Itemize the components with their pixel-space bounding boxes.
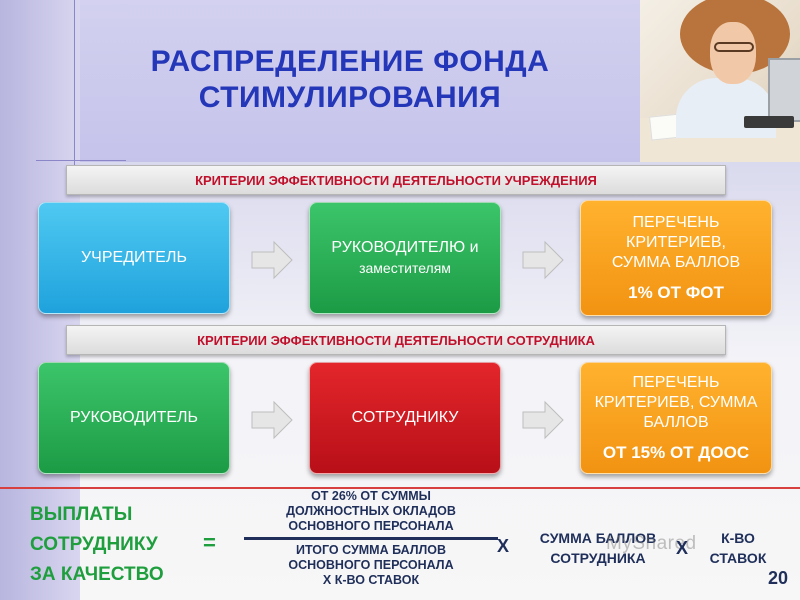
right-arrow-icon xyxy=(522,240,564,280)
formula-label-line-2: СОТРУДНИКУ xyxy=(30,534,158,555)
decor-line-horizontal xyxy=(36,160,126,161)
header-photo xyxy=(640,0,800,162)
formula-rates: К-ВО СТАВОК xyxy=(693,528,783,568)
page-title-line-2: СТИМУЛИРОВАНИЯ xyxy=(198,81,502,114)
denominator-line-3: Х К-ВО СТАВОК xyxy=(322,573,420,587)
photo-glasses xyxy=(714,42,754,52)
numerator-line-2: ДОЛЖНОСТНЫХ ОКЛАДОВ xyxy=(286,504,456,518)
formula-label-line-1: ВЫПЛАТЫ xyxy=(30,504,133,525)
box-criteria-institution: ПЕРЕЧЕНЬ КРИТЕРИЕВ, СУММА БАЛЛОВ 1% ОТ Ф… xyxy=(580,200,772,316)
box-criteria-institution-line-3: СУММА БАЛЛОВ xyxy=(611,254,741,271)
photo-face xyxy=(710,22,756,84)
denominator-line-2: ОСНОВНОГО ПЕРСОНАЛА xyxy=(288,558,454,572)
denominator-line-1: ИТОГО СУММА БАЛЛОВ xyxy=(295,543,447,557)
rates-line-2: СТАВОК xyxy=(709,550,767,566)
box-criteria-employee-line-2: КРИТЕРИЕВ, СУММА xyxy=(594,394,758,411)
numerator-line-1: ОТ 26% ОТ СУММЫ xyxy=(311,489,431,503)
box-criteria-institution-share: 1% ОТ ФОТ xyxy=(628,283,724,302)
banner-employee-criteria: КРИТЕРИИ ЭФФЕКТИВНОСТИ ДЕЯТЕЛЬНОСТИ СОТР… xyxy=(66,325,726,355)
formula-fraction: ОТ 26% ОТ СУММЫ ДОЛЖНОСТНЫХ ОКЛАДОВ ОСНО… xyxy=(244,489,498,588)
equals-sign: = xyxy=(203,530,216,555)
page-title-line-1: РАСПРЕДЕЛЕНИЕ ФОНДА xyxy=(150,45,550,78)
photo-monitor xyxy=(768,58,800,122)
fraction-bar xyxy=(244,537,498,540)
rates-line-1: К-ВО xyxy=(721,530,755,546)
divider xyxy=(0,487,800,489)
box-head-deputies: РУКОВОДИТЕЛЮ и заместителям xyxy=(309,202,501,314)
box-founder-label: УЧРЕДИТЕЛЬ xyxy=(81,249,187,266)
multiply-sign: Х xyxy=(676,538,689,558)
score-line-2: СОТРУДНИКА xyxy=(550,550,646,566)
photo-body xyxy=(676,78,776,138)
score-line-1: СУММА БАЛЛОВ xyxy=(539,530,657,546)
formula-employee-score: СУММА БАЛЛОВ СОТРУДНИКА xyxy=(518,528,678,568)
box-criteria-institution-line-1: ПЕРЕЧЕНЬ xyxy=(632,214,720,231)
multiply-sign: Х xyxy=(497,536,510,556)
box-employee-label: СОТРУДНИКУ xyxy=(351,409,459,426)
header-panel xyxy=(80,0,640,162)
box-criteria-employee-line-3: БАЛЛОВ xyxy=(643,414,709,431)
formula-label: ВЫПЛАТЫ СОТРУДНИКУ ЗА КАЧЕСТВО xyxy=(30,500,205,590)
right-arrow-icon xyxy=(522,400,564,440)
banner-institution-criteria: КРИТЕРИИ ЭФФЕКТИВНОСТИ ДЕЯТЕЛЬНОСТИ УЧРЕ… xyxy=(66,165,726,195)
box-employee: СОТРУДНИКУ xyxy=(309,362,501,474)
box-head: РУКОВОДИТЕЛЬ xyxy=(38,362,230,474)
box-head-deputies-line-2: заместителям xyxy=(359,260,451,276)
numerator-line-3: ОСНОВНОГО ПЕРСОНАЛА xyxy=(288,519,454,533)
decor-line-vertical xyxy=(74,0,75,168)
page-number: 20 xyxy=(768,568,789,588)
page-title: РАСПРЕДЕЛЕНИЕ ФОНДА СТИМУЛИРОВАНИЯ xyxy=(100,44,600,116)
box-criteria-employee-share: ОТ 15% ОТ ДООС xyxy=(602,443,750,462)
box-head-deputies-line-1: РУКОВОДИТЕЛЮ и xyxy=(331,239,479,256)
box-criteria-employee-line-1: ПЕРЕЧЕНЬ xyxy=(632,374,720,391)
formula-label-line-3: ЗА КАЧЕСТВО xyxy=(30,564,164,585)
photo-keyboard xyxy=(744,116,794,128)
box-founder: УЧРЕДИТЕЛЬ xyxy=(38,202,230,314)
box-criteria-institution-line-2: КРИТЕРИЕВ, xyxy=(626,234,726,251)
right-arrow-icon xyxy=(251,400,293,440)
box-criteria-employee: ПЕРЕЧЕНЬ КРИТЕРИЕВ, СУММА БАЛЛОВ ОТ 15% … xyxy=(580,362,772,474)
right-arrow-icon xyxy=(251,240,293,280)
box-head-label: РУКОВОДИТЕЛЬ xyxy=(69,409,199,426)
watermark: MyShared xyxy=(606,533,697,554)
